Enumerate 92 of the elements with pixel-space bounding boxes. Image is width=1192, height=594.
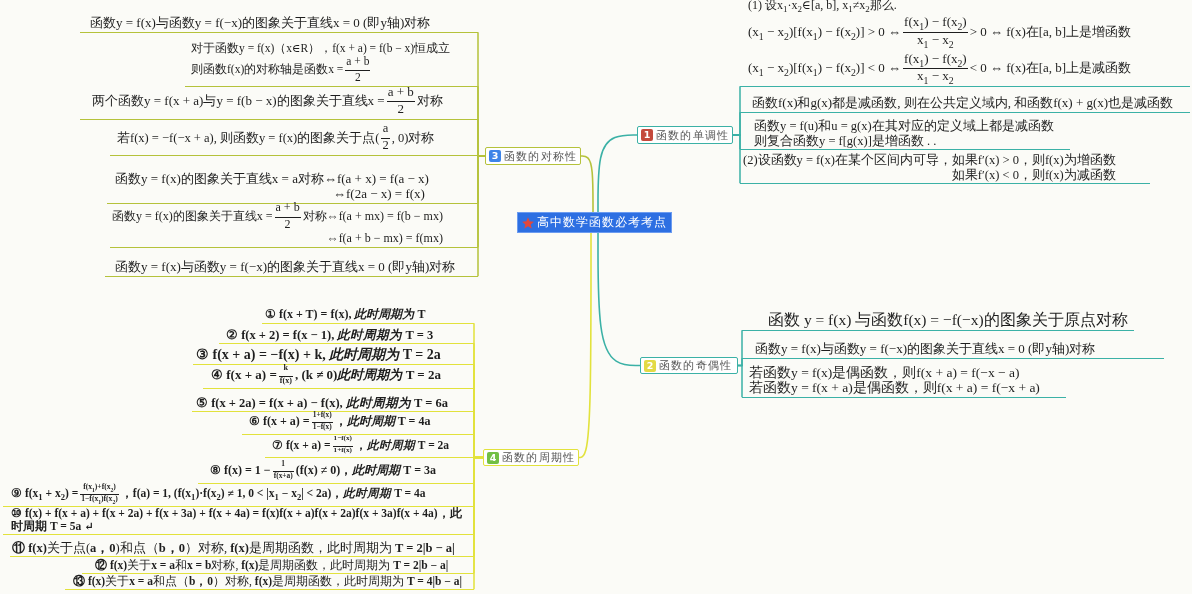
statement-text: 函数f(x)和g(x)都是减函数, 则在公共定义域内, 和函数f(x) + g(x)也是减函数 — [752, 96, 1174, 111]
underlined-topic — [198, 461, 474, 484]
statement-text: 若f(x) = −f(−x + a), 则函数y = f(x)的图象关于点( — [117, 130, 380, 146]
underlined-topic — [265, 436, 474, 458]
statement-text: (x$_{1}$ − x$_{2}$)[f(x$_{1}$) − f(x$_{2}$)] > 0 ⇔ — [748, 24, 902, 40]
underlined-topic — [82, 558, 474, 574]
number-badge: 1 — [641, 129, 653, 141]
statement-text: 函数 y = f(x) 与函数f(x) = −f(−x)的图象关于原点对称 — [768, 311, 1128, 329]
statement-text: , (k ≠ 0)此时周期为 T = 2a — [294, 368, 441, 383]
underlined-topic — [262, 308, 474, 324]
statement-text: ③ f(x + a) = −f(x) + k, 此时周期为 T = 2a — [196, 346, 441, 363]
fraction-denominator: f(x) — [278, 376, 293, 387]
fraction-numerator: k — [278, 364, 293, 377]
bracket-connector — [732, 134, 741, 184]
fraction-numerator: a + b — [386, 84, 415, 103]
fraction-denominator: x$_{1}$ − x$_{2}$ — [916, 69, 955, 85]
fraction-numerator: a — [381, 121, 390, 139]
bracket-connector — [737, 364, 743, 398]
branch-connector — [580, 155, 594, 213]
statement-text: ⇔f(2a − x) = f(x) — [333, 187, 425, 202]
branch-title: 函数的单调性 — [656, 127, 730, 143]
number-badge: 3 — [489, 150, 501, 162]
statement-text: ⑪ f(x)关于点(a，0)和点（b，0）对称, f(x)是周期函数，此时周期为 T = 2|b − a| — [12, 540, 455, 555]
statement-text: ⇔f(a + b − mx) = f(mx) — [326, 232, 443, 246]
underlined-topic — [193, 345, 474, 365]
statement-text: ，f(a) = 1, (f(x$_{1}$)·f(x$_{2}$) ≠ 1, 0 < |x$_{1}$ − x$_{2}$| < 2a)，此时周期 T = 4a — [120, 487, 426, 501]
branch-connector — [597, 134, 638, 213]
branch-topic — [485, 147, 581, 165]
underlined-topic — [242, 413, 474, 435]
statement-text: ⑫ f(x)关于x = a和x = b对称, f(x)是周期函数，此时周期为 T = 2|b − a| — [95, 558, 449, 572]
statement-text: < 0 ⇔ f(x)在[a, b]上是减函数 — [969, 60, 1132, 76]
statement-text: ⑬ f(x)关于x = a和点（b，0）对称, f(x)是周期函数，此时周期为 T = 4|b − a| — [73, 574, 462, 588]
branch-topic — [637, 126, 733, 144]
underlined-topic — [203, 366, 474, 389]
branch-title: 函数的周期性 — [502, 450, 576, 465]
statement-text: 若函数y = f(x + a)是偶函数，则f(x + a) = f(−x + a) — [749, 380, 1040, 396]
fraction-numerator: a + b — [345, 54, 371, 71]
branch-connector — [597, 232, 641, 367]
statement-text: 对称⇔f(a + mx) = f(b − mx) — [302, 209, 443, 224]
statement-text: 对称 — [416, 93, 443, 109]
statement-text: 函数y = f(x)的图象关于直线x = a对称⇔f(a + x) = f(a − x) — [115, 172, 429, 188]
branch-connector — [578, 232, 592, 459]
fraction-numerator: a + b — [274, 201, 301, 218]
statement-text: 则函数f(x)的对称轴是函数x = — [191, 63, 344, 77]
statement-text: 若函数y = f(x)是偶函数，则f(x + a) = f(−x − a) — [749, 364, 1020, 380]
statement-text: 函数y = f(x)的图象关于直线x = — [112, 209, 273, 224]
statement-text: , 0)对称 — [391, 130, 435, 146]
statement-text: 如果f′(x) < 0，则f(x)为减函数 — [951, 167, 1116, 182]
statement-text: 函数y = f(x)与函数y = f(−x)的图象关于直线x = 0 (即y轴)对称 — [115, 260, 456, 275]
branch-topic — [483, 449, 579, 466]
statement-text: ① f(x + T) = f(x), 此时周期为 T — [265, 308, 426, 322]
underlined-topic — [3, 508, 474, 535]
underlined-topic — [192, 393, 474, 412]
central-topic — [517, 212, 672, 233]
branch-topic — [640, 357, 738, 374]
statement-text: 函数y = f(x)与函数y = f(−x)的图象关于直线x = 0 (即y轴)对称 — [755, 342, 1096, 357]
fraction-denominator: 2 — [283, 217, 292, 233]
statement-text: (x$_{1}$ − x$_{2}$)[f(x$_{1}$) − f(x$_{2}$)] < 0 ⇔ — [748, 60, 902, 76]
fraction-numerator: f(x$_{1}$) − f(x$_{2}$) — [903, 51, 968, 70]
underlined-topic — [742, 311, 1134, 331]
statement-text: (2)设函数y = f(x)在某个区间内可导，如果f′(x) > 0，则f(x)为增函数 — [743, 153, 1116, 168]
fraction-denominator: x$_{1}$ − x$_{2}$ — [916, 33, 955, 49]
fraction-denominator: 2 — [396, 102, 405, 118]
underlined-topic — [219, 326, 474, 344]
statement-text: ⑨ f(x$_{1}$ + x$_{2}$) = — [11, 487, 79, 501]
branch-title: 函数的奇偶性 — [659, 358, 733, 373]
statement-text: 函数y = f(u)和u = g(x)在其对应的定义域上都是减函数 — [754, 119, 1054, 134]
statement-text: 对于函数y = f(x)（x∈R），f(x + a) = f(b − x)恒成立 — [191, 41, 451, 55]
statement-text: ⑧ f(x) = 1 − — [210, 464, 271, 479]
fraction-denominator: 2 — [354, 70, 362, 85]
statement-text: ④ f(x + a) = — [211, 368, 277, 383]
statement-text: ⑥ f(x + a) = — [249, 415, 310, 430]
statement-text: 则复合函数y = f[g(x)]是增函数 . . — [754, 133, 937, 148]
number-badge: 4 — [487, 451, 499, 464]
number-badge: 2 — [644, 359, 656, 372]
underlined-topic — [740, 151, 1150, 184]
statement-text: ⑦ f(x + a) = — [272, 438, 331, 453]
statement-text: 函数y = f(x)与函数y = f(−x)的图象关于直线x = 0 (即y轴)对称 — [90, 16, 431, 31]
bracket-connector — [477, 155, 486, 277]
underlined-topic — [80, 89, 478, 120]
statement-text: ② f(x + 2) = f(x − 1), 此时周期为 T = 3 — [226, 327, 434, 342]
fraction-numerator: f(x$_{1}$) − f(x$_{2}$) — [903, 15, 968, 34]
underlined-topic — [740, 0, 1190, 87]
statement-text: ⑤ f(x + 2a) = f(x + a) − f(x), 此时周期为 T = 6a — [196, 395, 448, 410]
statement-text: > 0 ⇔ f(x)在[a, b]上是增函数 — [969, 24, 1132, 40]
statement-text: ，此时周期 T = 2a — [354, 438, 450, 453]
branch-title: 函数的对称性 — [504, 148, 578, 164]
statement-text: 两个函数y = f(x + a)与y = f(b − x)的图象关于直线x = — [92, 93, 385, 109]
topic-title: 高中数学函数必考考点 — [537, 214, 667, 231]
underlined-topic — [65, 575, 474, 590]
statement-text: ⑩ f(x) + f(x + a) + f(x + 2a) + f(x + 3a) + f(x + 4a) = f(x)f(x + a)f(x + 2a)f(x + 3a)f(x + 4a)，此时周期 T = 5a ↵ — [11, 506, 462, 532]
fraction-denominator: 2 — [381, 138, 390, 154]
